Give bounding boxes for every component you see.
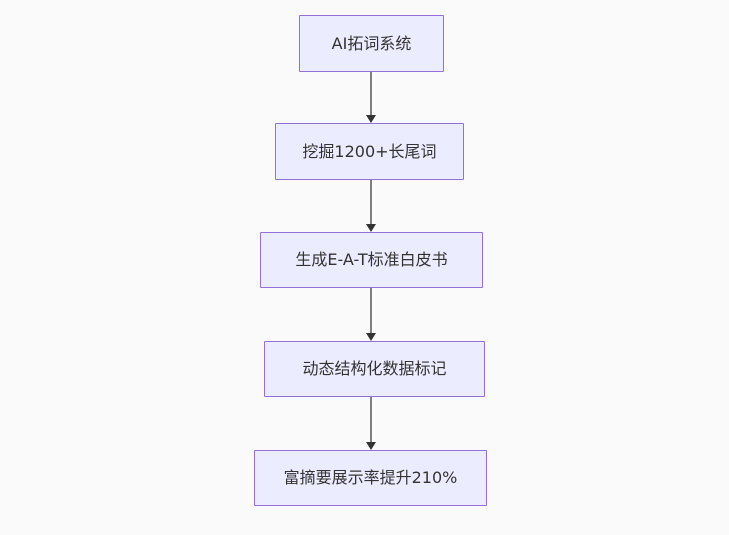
node-label: 富摘要展示率提升210% (283, 468, 458, 488)
node-label: 动态结构化数据标记 (302, 359, 447, 379)
node-label: 挖掘1200+长尾词 (302, 141, 437, 161)
flowchart-node-longtail-mining: 挖掘1200+长尾词 (275, 123, 464, 180)
arrowhead-down-icon (366, 442, 376, 450)
flowchart-node-structured-data-markup: 动态结构化数据标记 (264, 341, 485, 397)
arrow-stem (370, 397, 372, 443)
node-label: AI拓词系统 (331, 33, 412, 53)
arrow-stem (370, 288, 372, 334)
flow-arrow-3 (365, 288, 377, 341)
flow-arrow-1 (365, 72, 377, 123)
arrowhead-down-icon (366, 224, 376, 232)
arrowhead-down-icon (366, 115, 376, 123)
flow-arrow-2 (365, 180, 377, 232)
flowchart-node-rich-snippet-uplift: 富摘要展示率提升210% (254, 450, 487, 506)
flowchart-node-ai-word-expansion: AI拓词系统 (299, 15, 444, 72)
flow-arrow-4 (365, 397, 377, 450)
arrowhead-down-icon (366, 333, 376, 341)
arrow-stem (370, 72, 372, 116)
node-label: 生成E-A-T标准白皮书 (295, 250, 448, 270)
arrow-stem (370, 180, 372, 225)
flowchart-node-eat-whitepaper: 生成E-A-T标准白皮书 (260, 232, 483, 288)
